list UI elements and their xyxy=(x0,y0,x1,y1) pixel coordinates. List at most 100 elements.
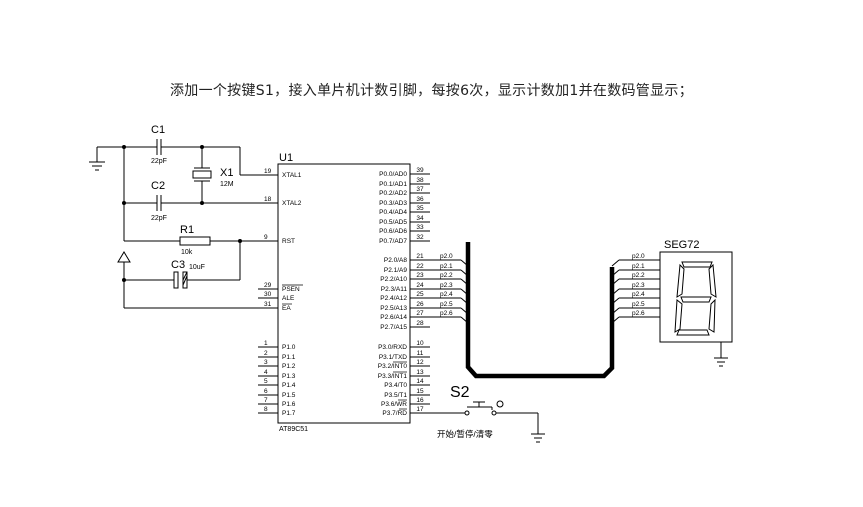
mcu-pin-name: EA xyxy=(282,305,291,312)
task-instruction: 添加一个按键S1，接入单片机计数引脚，每按6次，显示计数加1并在数码管显示； xyxy=(169,83,693,99)
mcu-pin-name: P2.1/A9 xyxy=(384,267,408,274)
mcu-pin-name: P1.7 xyxy=(282,410,296,417)
net-label: p2.4 xyxy=(440,291,453,298)
x1-value: 12M xyxy=(220,181,234,188)
mcu-pin-name: P1.0 xyxy=(282,344,296,351)
mcu-pin-number: 3 xyxy=(264,359,268,366)
mcu-pin-number: 33 xyxy=(416,224,424,231)
oscillator-circuit: C1 22pF C2 22pF X1 12M xyxy=(89,124,278,241)
mcu-pin-name: P3.7/RD xyxy=(382,410,407,417)
net-label: p2.4 xyxy=(632,291,645,298)
mcu-pin-number: 31 xyxy=(264,301,272,308)
mcu-pin-name: P1.6 xyxy=(282,401,296,408)
net-label: p2.5 xyxy=(440,301,453,308)
mcu-pin-number: 13 xyxy=(416,369,424,376)
mcu-pin-number: 32 xyxy=(416,234,424,241)
mcu-pin-name: RST xyxy=(282,238,295,245)
c1-value: 22pF xyxy=(151,158,167,165)
mcu-pin-name: P2.4/A12 xyxy=(380,295,407,302)
mcu-pin-number: 7 xyxy=(264,397,268,404)
mcu-pin-number: 8 xyxy=(264,406,268,413)
mcu-pin-name: P2.6/A14 xyxy=(380,314,407,321)
mcu-pin-name: P1.1 xyxy=(282,354,296,361)
mcu-pin-number: 12 xyxy=(416,359,424,366)
data-bus xyxy=(465,242,615,379)
mcu-pin-name: PSEN xyxy=(282,286,300,293)
mcu-pin-number: 5 xyxy=(264,378,268,385)
mcu-pin-number: 30 xyxy=(264,291,272,298)
mcu-pin-name: P2.7/A15 xyxy=(380,324,407,331)
net-label: p2.3 xyxy=(440,282,453,289)
mcu-pin-name: P0.3/AD3 xyxy=(379,200,407,207)
mcu-pin-number: 2 xyxy=(264,350,268,357)
r1-value: 10k xyxy=(181,249,193,256)
mcu-pin-name: P1.5 xyxy=(282,392,296,399)
mcu-pin-number: 34 xyxy=(416,215,424,222)
mcu-pin-number: 11 xyxy=(417,350,424,357)
mcu-pin-name: P1.4 xyxy=(282,382,296,389)
mcu-pin-number: 17 xyxy=(416,406,424,413)
mcu-pin-number: 27 xyxy=(416,310,424,317)
mcu-pin-number: 23 xyxy=(416,272,424,279)
mcu-u1: U1 AT89C51 19XTAL118XTAL29RST29PSEN30ALE… xyxy=(258,152,430,433)
mcu-pin-number: 24 xyxy=(416,282,424,289)
x1-ref: X1 xyxy=(220,167,233,179)
mcu-pin-number: 37 xyxy=(416,186,424,193)
mcu-pin-number: 21 xyxy=(416,253,424,260)
mcu-pin-name: P3.0/RXD xyxy=(378,344,407,351)
mcu-pin-name: P3.1/TXD xyxy=(379,354,407,361)
mcu-pin-name: P3.3/INT1 xyxy=(378,373,408,380)
mcu-pin-number: 19 xyxy=(264,168,272,175)
mcu-pin-name: P0.0/AD0 xyxy=(379,171,407,178)
reset-circuit: R1 10k C3 10uF xyxy=(117,224,278,309)
r1-ref: R1 xyxy=(180,224,194,236)
mcu-pin-number: 28 xyxy=(416,320,424,327)
seven-segment-display: SEG72 xyxy=(659,239,733,367)
net-label: p2.0 xyxy=(632,253,645,260)
mcu-pin-number: 22 xyxy=(416,263,424,270)
mcu-pin-name: P3.5/T1 xyxy=(384,392,407,399)
mcu-part: AT89C51 xyxy=(279,426,308,433)
mcu-pin-name: P3.4/T0 xyxy=(384,382,407,389)
mcu-pin-name: P2.0/A8 xyxy=(384,257,408,264)
c2-value: 22pF xyxy=(151,215,167,222)
mcu-pin-number: 1 xyxy=(264,340,268,347)
net-label: p2.5 xyxy=(632,301,645,308)
mcu-pin-number: 29 xyxy=(264,282,272,289)
mcu-pin-number: 38 xyxy=(416,177,424,184)
mcu-pin-name: P1.2 xyxy=(282,363,296,370)
c2-ref: C2 xyxy=(151,180,165,192)
mcu-pin-name: P2.3/A11 xyxy=(381,286,408,293)
mcu-pin-name: P0.4/AD4 xyxy=(379,209,407,216)
mcu-body xyxy=(277,163,411,424)
mcu-pin-name: XTAL2 xyxy=(282,200,302,207)
mcu-pin-number: 25 xyxy=(416,291,424,298)
c3-ref: C3 xyxy=(171,259,185,271)
mcu-pin-number: 6 xyxy=(264,388,268,395)
mcu-pin-name: P2.5/A13 xyxy=(380,305,407,312)
s2-label: 开始/暂停/清零 xyxy=(437,429,493,439)
net-label: p2.2 xyxy=(632,272,645,279)
mcu-pin-number: 4 xyxy=(264,369,268,376)
mcu-pin-name: P0.1/AD1 xyxy=(379,181,407,188)
mcu-pin-name: P3.2/INT0 xyxy=(378,363,408,370)
net-label: p2.0 xyxy=(440,253,453,260)
c3-value: 10uF xyxy=(189,264,205,271)
mcu-ref: U1 xyxy=(279,152,293,164)
net-label: p2.2 xyxy=(440,272,453,279)
mcu-pin-name: P0.5/AD5 xyxy=(379,219,407,226)
mcu-pin-number: 26 xyxy=(416,301,424,308)
net-label: p2.3 xyxy=(632,282,645,289)
mcu-pin-name: P1.3 xyxy=(282,373,296,380)
c1-ref: C1 xyxy=(151,124,165,136)
mcu-pin-number: 36 xyxy=(416,196,424,203)
seg-body xyxy=(659,251,733,343)
mcu-pin-name: XTAL1 xyxy=(282,172,302,179)
net-label: p2.6 xyxy=(632,310,645,317)
mcu-pin-name: P0.7/AD7 xyxy=(379,238,407,245)
mcu-pin-number: 15 xyxy=(416,388,424,395)
mcu-pin-name: P3.6/WR xyxy=(381,401,407,408)
mcu-pin-number: 16 xyxy=(416,397,424,404)
